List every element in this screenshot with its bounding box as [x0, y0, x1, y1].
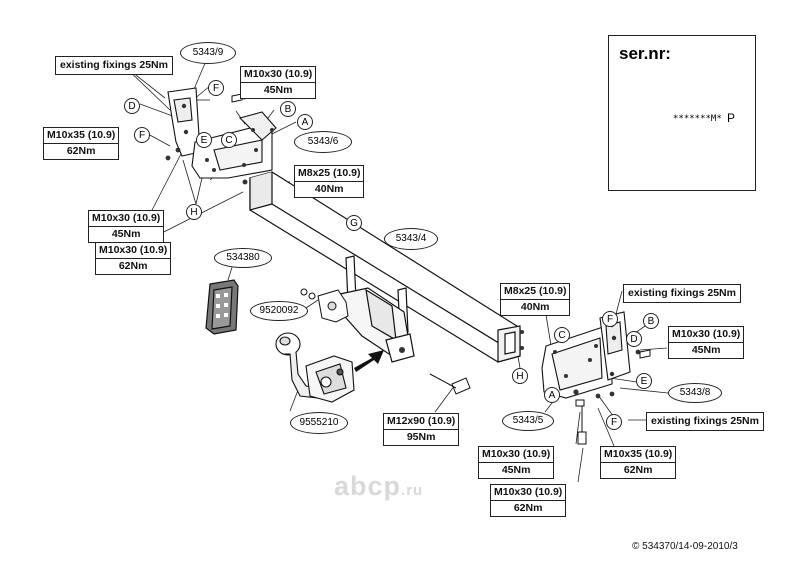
callout-f: F	[606, 414, 622, 430]
copyright: © 534370/14-09-2010/3	[632, 541, 738, 552]
callout-h: H	[186, 204, 202, 220]
part-5343-6: 5343/6	[294, 131, 352, 153]
part-5343-9: 5343/9	[180, 42, 236, 64]
spec-bolt: M10x35 (10.9)	[44, 129, 119, 144]
callout-g: G	[346, 215, 362, 231]
spec-bolt: M10x30 (10.9)	[241, 68, 316, 83]
spec-m10x30-bottom-62: M10x30 (10.9) 62Nm	[490, 484, 567, 517]
spec-m10x30-left-62: M10x30 (10.9) 62Nm	[95, 242, 172, 275]
spec-m10x35-left: M10x35 (10.9) 62Nm	[43, 127, 120, 160]
spec-m10x30-left-45: M10x30 (10.9) 45Nm	[88, 210, 165, 243]
spec-torque: 62Nm	[118, 260, 148, 272]
callout-f: F	[134, 127, 150, 143]
callout-d: D	[124, 98, 140, 114]
spec-torque: 62Nm	[66, 145, 96, 157]
spec-bolt: M12x90 (10.9)	[384, 415, 459, 430]
spec-bolt: M10x35 (10.9)	[601, 448, 676, 463]
part-9520092: 9520092	[250, 301, 308, 321]
callout-a: A	[544, 387, 560, 403]
callout-c: C	[554, 327, 570, 343]
callout-f: F	[602, 311, 618, 327]
watermark: abcp.ru	[334, 471, 423, 502]
spec-m8x25-right: M8x25 (10.9) 40Nm	[500, 283, 571, 316]
spec-existing-fixings-top-left: existing fixings 25Nm	[55, 56, 173, 75]
spec-torque: 62Nm	[513, 502, 543, 514]
spec-m10x30-right: M10x30 (10.9) 45Nm	[668, 326, 745, 359]
spec-existing-fixings-right-bottom: existing fixings 25Nm	[646, 412, 764, 431]
part-9555210: 9555210	[290, 412, 348, 434]
spec-torque: 45Nm	[501, 464, 531, 476]
spec-torque: 62Nm	[623, 464, 653, 476]
part-5343-5: 5343/5	[502, 411, 554, 431]
spec-torque: 45Nm	[111, 228, 141, 240]
spec-m10x30-bottom-45: M10x30 (10.9) 45Nm	[478, 446, 555, 479]
part-5343-8: 5343/8	[668, 383, 722, 403]
spec-m12x90: M12x90 (10.9) 95Nm	[383, 413, 460, 446]
callout-e: E	[196, 132, 212, 148]
callout-f: F	[208, 80, 224, 96]
watermark-tld: .ru	[401, 482, 424, 499]
warning-panel: ser.nr: *******M* P	[608, 35, 756, 191]
spec-torque: 40Nm	[314, 183, 344, 195]
part-5343-4: 5343/4	[384, 228, 438, 250]
spec-bolt: M10x30 (10.9)	[669, 328, 744, 343]
callout-a: A	[297, 114, 313, 130]
callout-e: E	[636, 373, 652, 389]
spec-m10x30-top-left: M10x30 (10.9) 45Nm	[240, 66, 317, 99]
spec-bolt: M8x25 (10.9)	[501, 285, 570, 300]
spec-bolt: M10x30 (10.9)	[89, 212, 164, 227]
spec-bolt: M8x25 (10.9)	[295, 167, 364, 182]
spec-bolt: M10x30 (10.9)	[479, 448, 554, 463]
spec-bolt: M10x30 (10.9)	[96, 244, 171, 259]
spec-torque: 40Nm	[520, 301, 550, 313]
callout-h: H	[512, 368, 528, 384]
callout-b: B	[280, 101, 296, 117]
serial-number-title: ser.nr:	[619, 44, 671, 63]
spec-existing-fixings-right-top: existing fixings 25Nm	[623, 284, 741, 303]
spec-torque: 95Nm	[406, 431, 436, 443]
watermark-main: abcp	[334, 471, 402, 501]
spec-torque: 45Nm	[263, 84, 293, 96]
serial-number-plate-p: P	[727, 111, 736, 125]
callout-b: B	[643, 313, 659, 329]
part-534380: 534380	[214, 248, 272, 268]
callout-c: C	[221, 132, 237, 148]
callout-d: D	[626, 331, 642, 347]
spec-torque: 45Nm	[691, 344, 721, 356]
spec-m8x25-top: M8x25 (10.9) 40Nm	[294, 165, 365, 198]
spec-m10x35-bottom: M10x35 (10.9) 62Nm	[600, 446, 677, 479]
spec-bolt: M10x30 (10.9)	[491, 486, 566, 501]
serial-number-plate-text: *******M*	[673, 114, 722, 124]
